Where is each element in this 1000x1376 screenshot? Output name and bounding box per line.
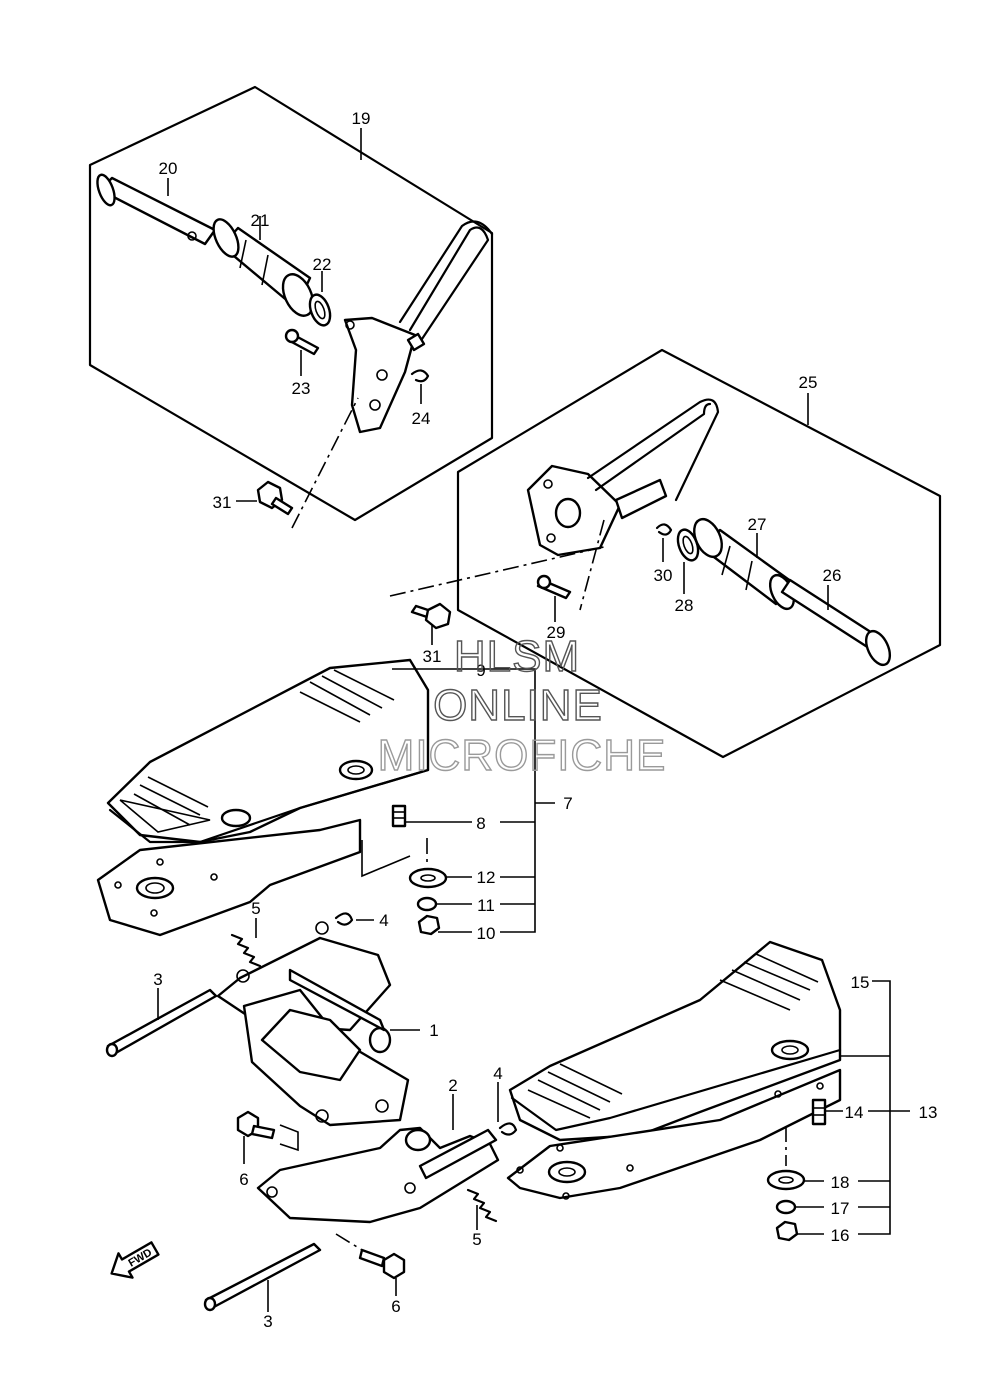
callout-16: 16	[831, 1226, 850, 1245]
callout-4-upper: 4	[379, 911, 388, 930]
floorboard-upper-7	[96, 658, 430, 937]
footrest-bracket-19	[343, 220, 494, 434]
callout-8: 8	[476, 814, 485, 833]
footboard-bracket-1	[216, 921, 420, 1127]
callout-3-upper: 3	[153, 970, 162, 989]
callout-31-upper: 31	[213, 493, 232, 512]
pin-26	[780, 578, 892, 667]
pin-3-upper	[105, 988, 218, 1058]
callout-29: 29	[547, 623, 566, 642]
callout-6-upper: 6	[239, 1170, 248, 1189]
footrest-rubber-27	[693, 517, 796, 611]
clevis-pin-23	[284, 328, 320, 376]
footboard-bracket-2	[256, 1094, 500, 1224]
nut-10	[417, 914, 472, 936]
callout-9: 9	[476, 661, 485, 680]
callout-12: 12	[477, 868, 496, 887]
assembly-25-box	[456, 348, 942, 759]
callout-18: 18	[831, 1173, 850, 1192]
watermark-line2: ONLINE	[433, 681, 603, 730]
callout-25: 25	[799, 373, 818, 392]
rubber-washer-12	[408, 867, 472, 889]
callout-17: 17	[831, 1199, 850, 1218]
callout-23: 23	[292, 379, 311, 398]
clevis-pin-29	[536, 574, 572, 622]
callout-labels: 19 20 21 22 23 24 31 25 26 27 28 29 30 3…	[153, 109, 937, 1331]
floorboard-lower-15	[506, 940, 842, 1200]
callout-13: 13	[919, 1103, 938, 1122]
cotter-clip-30	[655, 523, 673, 562]
callout-6-lower: 6	[391, 1297, 400, 1316]
clip-4-upper	[334, 912, 374, 926]
watermark: HLSM ONLINE MICROFICHE	[377, 631, 667, 780]
rubber-washer-18	[766, 1169, 824, 1191]
callout-31-lower: 31	[423, 647, 442, 666]
callout-1: 1	[429, 1021, 438, 1040]
callout-19: 19	[352, 109, 371, 128]
assembly-19-box	[88, 85, 494, 522]
bolt-14	[811, 1098, 843, 1126]
washer-22	[308, 271, 332, 327]
callout-15: 15	[851, 973, 870, 992]
callout-30: 30	[654, 566, 673, 585]
cotter-clip-24	[410, 369, 430, 404]
footrest-rubber-21	[212, 216, 315, 317]
pin-20	[96, 173, 217, 246]
callout-2: 2	[448, 1076, 457, 1095]
callout-27: 27	[748, 515, 767, 534]
callout-10: 10	[477, 924, 496, 943]
callout-7: 7	[563, 794, 572, 813]
fwd-arrow: FWD	[110, 1241, 160, 1279]
callout-3-lower: 3	[263, 1312, 272, 1331]
clip-4-lower	[497, 1082, 518, 1136]
callout-11: 11	[477, 896, 495, 915]
callout-28: 28	[675, 596, 694, 615]
washer-17	[775, 1199, 824, 1215]
spring-5-upper	[230, 918, 262, 968]
nut-16	[775, 1220, 824, 1242]
callout-24: 24	[412, 409, 431, 428]
callout-21: 21	[251, 211, 270, 230]
washer-11	[416, 896, 472, 912]
callout-bracket-13	[840, 980, 910, 1235]
bolt-6-upper	[236, 1110, 299, 1164]
callout-5-upper: 5	[251, 899, 260, 918]
watermark-line3: MICROFICHE	[378, 731, 667, 780]
bolt-8	[391, 804, 472, 828]
watermark-line1: HLSM	[454, 632, 580, 681]
bolt-31-upper	[236, 480, 294, 516]
callout-bracket-7	[392, 668, 555, 933]
bolt-6-lower	[358, 1248, 406, 1296]
callout-20: 20	[159, 159, 178, 178]
footrest-bracket-25	[526, 398, 720, 557]
callout-4-lower: 4	[493, 1064, 502, 1083]
spring-5-lower	[466, 1188, 498, 1230]
callout-5-lower: 5	[472, 1230, 481, 1249]
callout-14: 14	[845, 1103, 864, 1122]
pin-3-lower	[203, 1242, 322, 1312]
bolt-31-lower	[410, 602, 452, 645]
callout-22: 22	[313, 255, 332, 274]
callout-26: 26	[823, 566, 842, 585]
